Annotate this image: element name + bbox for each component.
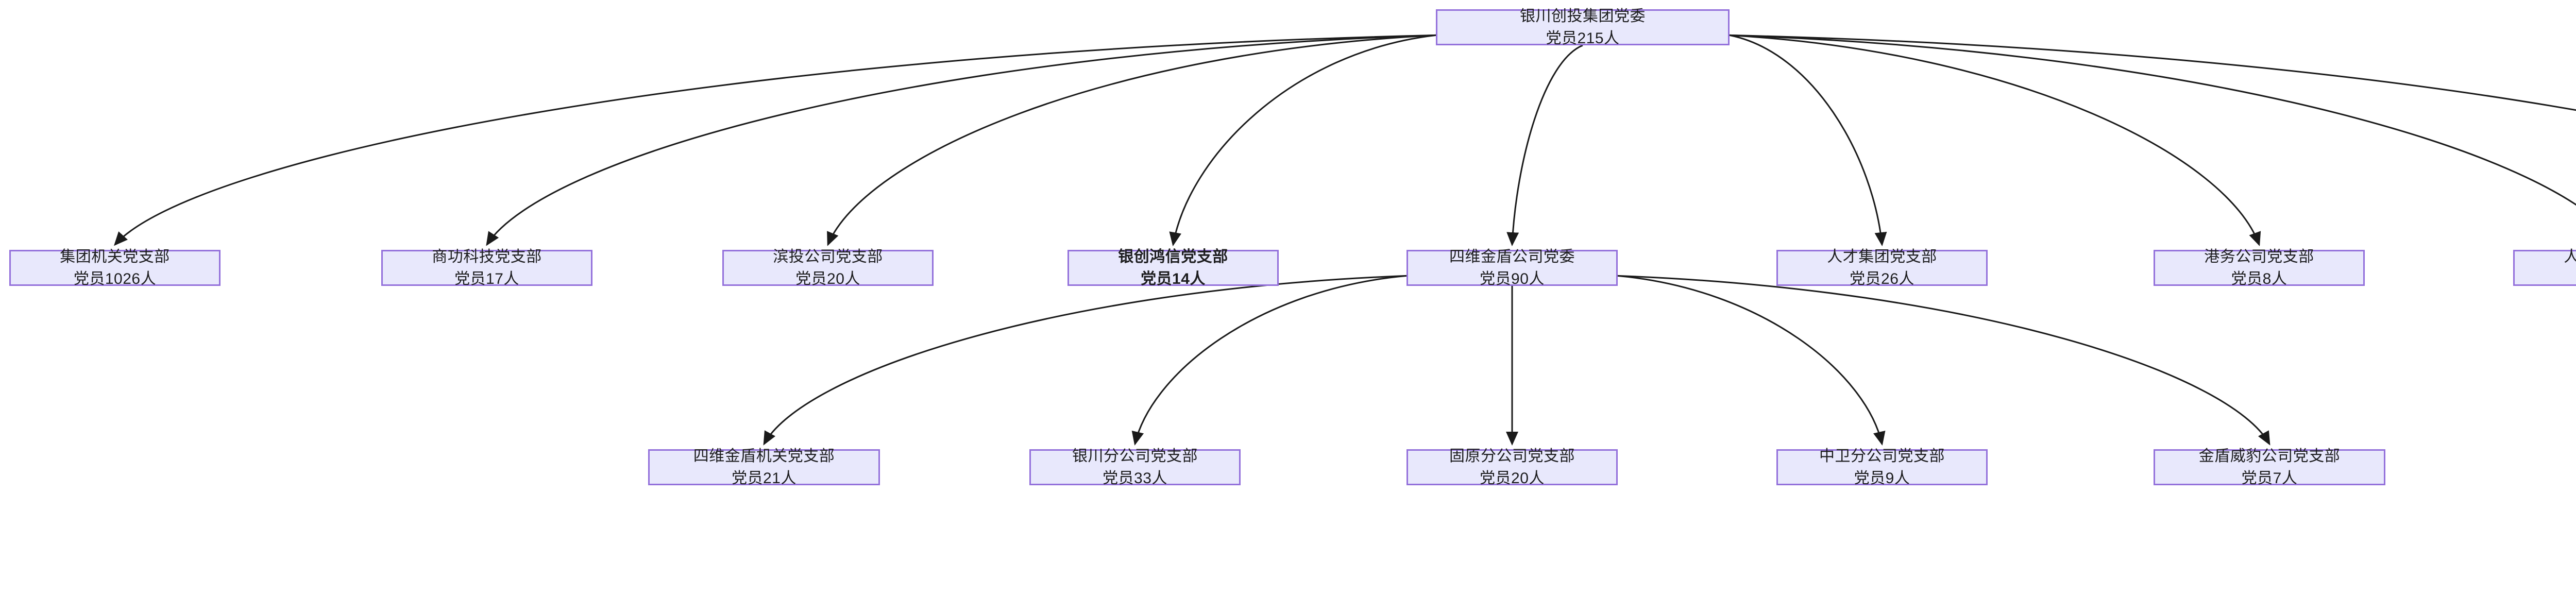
org-node-members: 党员20人 [795,270,860,287]
org-node-title: 金盾威豹公司党支部 [2198,447,2341,465]
org-node-members: 党员8人 [2231,270,2287,287]
org-node-title: 四维金盾公司党委 [1449,248,1575,265]
org-node-title: 滨投公司党支部 [773,248,883,265]
org-node-members: 党员14人 [1141,270,1206,287]
org-edge [1617,275,1886,446]
org-edge [1729,34,2261,246]
org-node[interactable]: 人资公司党支部党员5人 [2513,248,2576,286]
org-node-title: 银川分公司党支部 [1072,447,1198,465]
org-edge [1617,275,2270,446]
org-edge [1729,34,2576,111]
org-node-members: 党员33人 [1103,470,1167,487]
org-node[interactable]: 集团机关党支部党员1026人 [9,248,221,287]
org-edge [486,34,1436,246]
org-node-members: 党员20人 [1480,470,1545,487]
org-node[interactable]: 港务公司党支部党员8人 [2154,248,2365,287]
org-edge [113,34,1436,246]
org-node[interactable]: 银川分公司党支部党员33人 [1029,448,1241,487]
org-node-members: 党员26人 [1850,270,1914,287]
org-edge [1169,34,1436,246]
org-node-members: 党员17人 [454,270,519,287]
org-node-title: 银创鸿信党支部 [1118,248,1228,265]
org-node-title: 集团机关党支部 [60,248,170,265]
org-node-members: 党员215人 [1546,30,1620,47]
org-node[interactable]: 人才集团党支部党员26人 [1776,248,1988,287]
org-edge [1729,34,2576,206]
org-node-members: 党员1026人 [73,270,157,287]
org-node-title: 港务公司党支部 [2204,248,2314,265]
org-node[interactable]: 四维金盾公司党委党员90人 [1406,248,1618,287]
org-node[interactable]: 银创鸿信党支部党员14人 [1067,248,1279,287]
org-node-title: 固原分公司党支部 [1449,447,1575,465]
org-node-title: 中卫分公司党支部 [1819,447,1945,465]
org-node[interactable]: 滨投公司党支部党员20人 [722,248,934,287]
org-edge [1506,44,1583,246]
org-node-title: 商功科技党支部 [432,248,542,265]
org-node-title: 人才集团党支部 [1827,248,1937,265]
org-node-members: 党员7人 [2241,470,2298,487]
org-node-title: 银川创投集团党委 [1520,7,1646,25]
org-node-title: 人资公司党支部 [2564,248,2576,265]
org-node[interactable]: 金盾威豹公司党支部党员7人 [2154,448,2385,487]
org-node-members: 党员21人 [732,470,796,487]
org-node[interactable]: 商功科技党支部党员17人 [381,248,592,287]
org-edge [763,275,1407,446]
org-node[interactable]: 四维金盾机关党支部党员21人 [648,448,880,487]
org-edge [1729,34,1887,246]
org-node-title: 四维金盾机关党支部 [693,447,835,465]
org-node-members: 党员90人 [1480,270,1545,287]
org-edge [827,34,1436,246]
org-node[interactable]: 固原分公司党支部党员20人 [1406,448,1618,487]
org-node[interactable]: 中卫分公司党支部党员9人 [1776,448,1988,487]
org-node[interactable]: 银川创投集团党委党员215人 [1436,8,1730,47]
edge-paths [113,34,2576,446]
org-node-members: 党员9人 [1854,470,1910,487]
org-edge [1131,275,1407,446]
